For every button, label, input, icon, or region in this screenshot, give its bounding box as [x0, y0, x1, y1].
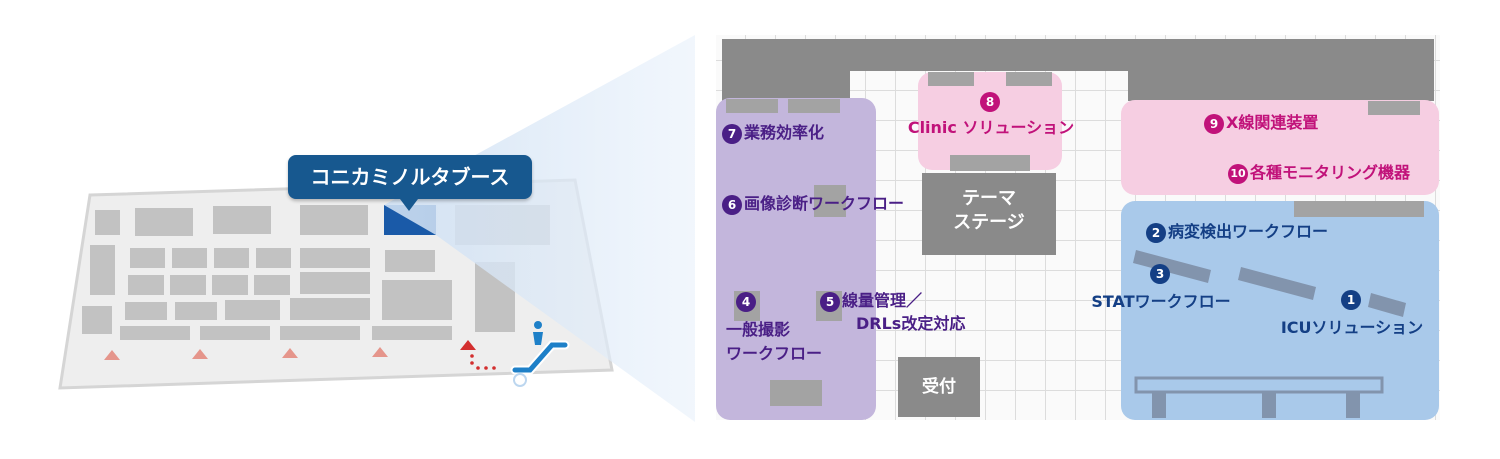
station-4-label-line2: ワークフロー: [726, 343, 823, 363]
up-arrow-icon: [460, 340, 496, 370]
station-8-number: 8: [980, 91, 1000, 112]
zone-pink-clinic: [918, 72, 1062, 170]
station-9-label: X線関連装置: [1226, 113, 1319, 132]
blue-zone-displays: [1133, 250, 1406, 418]
theme-stage: テーマ ステージ: [922, 173, 1056, 255]
theme-stage-line1: テーマ: [962, 188, 1016, 209]
fixture: [1294, 201, 1424, 217]
station-4-number: 4: [736, 291, 756, 312]
theme-stage-line2: ステージ: [953, 212, 1025, 233]
station-10-number: 10: [1228, 163, 1248, 184]
station-2-number: 2: [1146, 222, 1166, 243]
station-7-number: 7: [722, 123, 742, 144]
booth-callout: コニカミノルタブース: [288, 155, 532, 211]
station-6-number: 6: [722, 194, 742, 215]
station-10-label: 各種モニタリング機器: [1250, 163, 1411, 182]
fixture: [1006, 72, 1052, 86]
station-3-label: STATワークフロー: [1091, 291, 1231, 311]
station-4-label-line1: 一般撮影: [726, 319, 791, 339]
station-1-label: ICUソリューション: [1280, 317, 1424, 337]
fixture: [770, 380, 822, 406]
overview-floor-svg: [58, 35, 695, 422]
station-6-label: 画像診断ワークフロー: [744, 194, 905, 213]
fixture: [788, 99, 840, 113]
overview-map: コニカミノルタブース: [0, 0, 700, 455]
booth-name: コニカミノルタブース: [310, 165, 510, 189]
station-5-label-line1: 線量管理／: [842, 291, 923, 310]
station-1-number: 1: [1341, 289, 1361, 310]
station-3-number: 3: [1150, 263, 1170, 284]
station-3: 3 STATワークフロー: [1076, 263, 1246, 312]
reception-label: 受付: [922, 377, 956, 397]
zone-pink-xray: [1121, 100, 1439, 195]
station-8: 8 Clinic ソリューション: [886, 91, 1096, 138]
fixture: [928, 72, 974, 86]
fixture: [950, 155, 1030, 171]
zoom-beam: [384, 35, 695, 422]
station-7-label: 業務効率化: [744, 123, 825, 142]
station-2-label: 病変検出ワークフロー: [1168, 222, 1329, 241]
zone-purple: [716, 98, 876, 420]
aisle-markers: [104, 347, 388, 360]
fixture: [726, 99, 778, 113]
station-5-label-line2: DRLs改定対応: [856, 313, 966, 333]
booth-blocks: [82, 205, 550, 340]
escalator-icon: [510, 321, 570, 387]
station-5-number: 5: [820, 291, 840, 312]
station-4: 4 一般撮影 ワークフロー: [726, 291, 822, 364]
fixture: [814, 185, 846, 217]
station-1: 1 ICUソリューション: [1272, 289, 1432, 338]
fixture: [1368, 101, 1420, 115]
wall-right: [1128, 39, 1434, 101]
reception: 受付: [898, 357, 980, 417]
station-9-number: 9: [1204, 113, 1224, 134]
station-8-label: Clinic ソリューション: [907, 117, 1075, 137]
